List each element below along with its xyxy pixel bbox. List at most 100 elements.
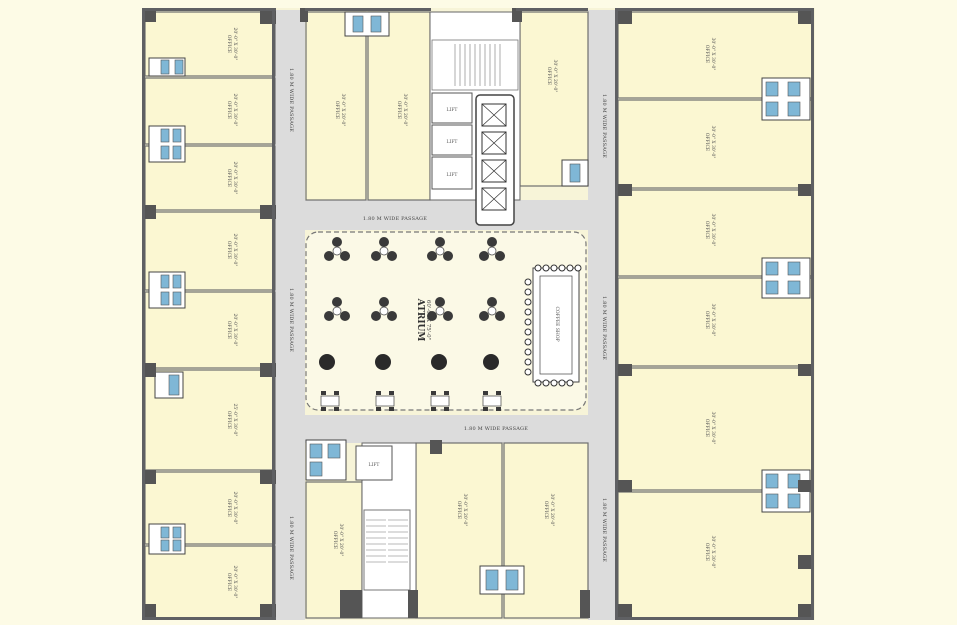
wc-unit [561, 159, 589, 187]
wc-unit [761, 77, 811, 121]
passage-label-right: 1.80 M WIDE PASSAGE [601, 296, 607, 360]
passage-label-left: 1.80 M WIDE PASSAGE [288, 516, 294, 580]
svg-text:OFFICE: OFFICE [226, 241, 232, 259]
wc-unit [148, 523, 186, 555]
planters [319, 354, 499, 370]
counter-stools [524, 264, 582, 387]
left-passage [275, 10, 305, 620]
top-passage [275, 200, 618, 230]
svg-text:30'-0" X 20'-0": 30'-0" X 20'-0" [552, 60, 558, 93]
wc-unit [305, 439, 347, 481]
lift-shaft [431, 124, 473, 156]
svg-text:OFFICE: OFFICE [546, 67, 552, 85]
wc-unit [154, 371, 184, 399]
square-table [430, 391, 450, 411]
svg-text:OFFICE: OFFICE [396, 101, 402, 119]
plant-icon [375, 354, 391, 370]
svg-text:30'-0" X 20'-0": 30'-0" X 20'-0" [338, 524, 344, 557]
wc-unit [148, 57, 186, 77]
round-table [427, 297, 453, 321]
svg-text:30'-0" X 30'-0": 30'-0" X 30'-0" [710, 304, 716, 337]
round-table [479, 297, 505, 321]
lift-shaft [431, 156, 473, 190]
wc-unit [479, 565, 525, 595]
svg-text:30'-0" X 20'-0": 30'-0" X 20'-0" [549, 494, 555, 527]
lift-label: LIFT [447, 107, 458, 113]
svg-text:30'-0" X 30'-0": 30'-0" X 30'-0" [710, 126, 716, 159]
bottom-lift [355, 445, 393, 481]
atrium: ATRIUM 60'-0" X 75'-0" [305, 231, 587, 411]
lift-label: LIFT [447, 139, 458, 145]
round-table [427, 237, 453, 261]
duct-tiles [481, 103, 507, 211]
svg-text:OFFICE: OFFICE [226, 169, 232, 187]
office-room [144, 545, 276, 619]
round-table [324, 237, 350, 261]
wc-unit [344, 11, 390, 37]
office-room [305, 11, 367, 201]
square-table [375, 391, 395, 411]
stair-treads [454, 44, 501, 86]
passage-label-bottom: 1.80 M WIDE PASSAGE [464, 426, 528, 432]
coffee-shop: COFFEE SHOP [524, 264, 582, 387]
coffee-shop-inner [539, 275, 573, 375]
svg-text:OFFICE: OFFICE [704, 133, 710, 151]
svg-text:OFFICE: OFFICE [704, 221, 710, 239]
passage-label-left: 1.80 M WIDE PASSAGE [288, 288, 294, 352]
bottom-passage [275, 415, 618, 443]
svg-text:20'-0" X 30'-0": 20'-0" X 30'-0" [232, 566, 238, 599]
passage-label-left: 1.80 M WIDE PASSAGE [288, 68, 294, 132]
passages [275, 10, 618, 620]
atrium-title: ATRIUM [415, 298, 425, 342]
svg-text:20'-0" X 30'-0": 20'-0" X 30'-0" [232, 162, 238, 195]
svg-text:OFFICE: OFFICE [226, 101, 232, 119]
coffee-shop-label: COFFEE SHOP [554, 306, 560, 341]
svg-text:OFFICE: OFFICE [226, 35, 232, 53]
svg-text:30'-0" X 20'-0": 30'-0" X 20'-0" [402, 94, 408, 127]
lift-label: LIFT [447, 172, 458, 178]
square-table [320, 391, 340, 411]
atrium-dims: 60'-0" X 75'-0" [425, 300, 431, 340]
svg-text:OFFICE: OFFICE [226, 573, 232, 591]
svg-text:OFFICE: OFFICE [226, 499, 232, 517]
svg-text:30'-0" X 30'-0": 30'-0" X 30'-0" [710, 38, 716, 71]
svg-text:30'-0" X 30'-0": 30'-0" X 30'-0" [710, 412, 716, 445]
round-table [479, 237, 505, 261]
square-tables [320, 391, 502, 411]
svg-text:20'-0" X 30'-0": 20'-0" X 30'-0" [232, 492, 238, 525]
svg-text:30'-0" X 30'-0": 30'-0" X 30'-0" [710, 536, 716, 569]
svg-text:20'-0" X 30'-0": 20'-0" X 30'-0" [232, 94, 238, 127]
svg-text:OFFICE: OFFICE [704, 311, 710, 329]
wc-units [148, 11, 811, 595]
plant-icon [483, 354, 499, 370]
outer-walls [142, 8, 814, 620]
svg-text:OFFICE: OFFICE [332, 531, 338, 549]
cafe-seating [324, 237, 505, 321]
round-table [371, 237, 397, 261]
svg-text:OFFICE: OFFICE [704, 419, 710, 437]
round-table [371, 297, 397, 321]
svg-text:OFFICE: OFFICE [456, 501, 462, 519]
svg-text:OFFICE: OFFICE [226, 321, 232, 339]
svg-text:OFFICE: OFFICE [704, 45, 710, 63]
